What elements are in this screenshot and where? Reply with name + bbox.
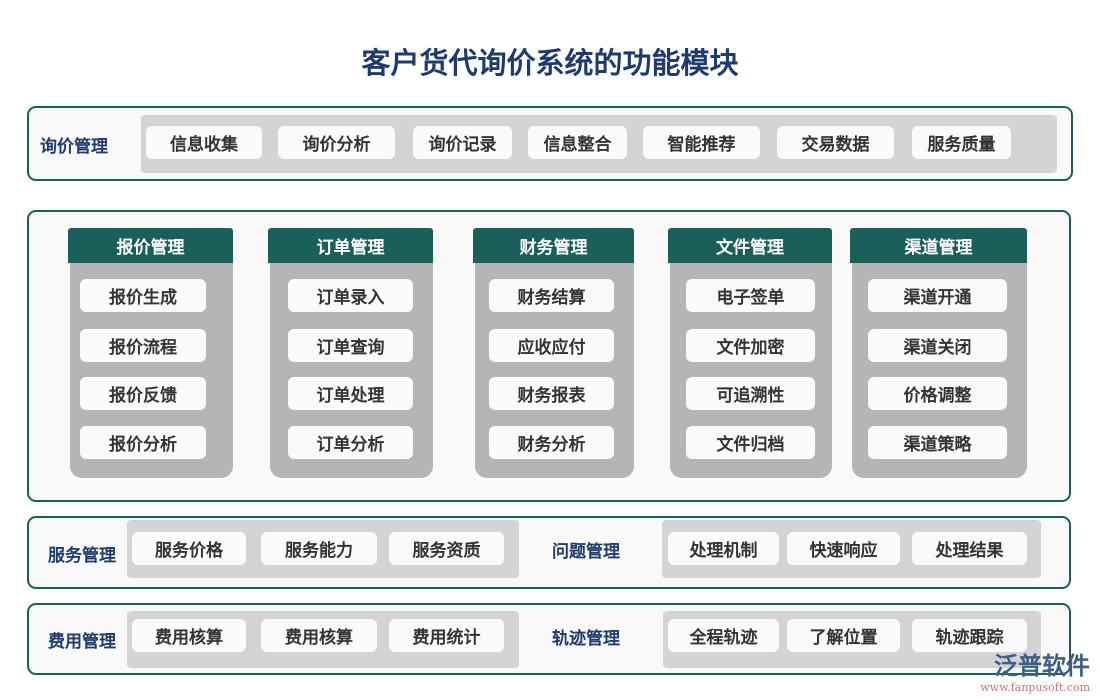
module-item[interactable]: 信息收集	[146, 126, 262, 159]
module-item[interactable]: 订单分析	[288, 426, 413, 459]
column-header: 报价管理	[68, 228, 233, 263]
module-item[interactable]: 服务资质	[389, 532, 504, 565]
cost-label: 费用管理	[48, 632, 116, 652]
module-item[interactable]: 智能推荐	[643, 126, 760, 159]
service-label: 服务管理	[48, 546, 116, 566]
module-item[interactable]: 费用统计	[389, 619, 504, 652]
module-item[interactable]: 财务结算	[489, 279, 614, 312]
module-item[interactable]: 订单录入	[288, 279, 413, 312]
module-item[interactable]: 财务报表	[489, 377, 614, 410]
module-item[interactable]: 渠道关闭	[868, 329, 1007, 362]
module-item[interactable]: 文件归档	[686, 426, 815, 459]
module-item[interactable]: 订单处理	[288, 377, 413, 410]
module-item[interactable]: 服务能力	[261, 532, 377, 565]
module-item[interactable]: 询价分析	[278, 126, 395, 159]
module-item[interactable]: 费用核算	[132, 619, 246, 652]
module-item[interactable]: 订单查询	[288, 329, 413, 362]
module-item[interactable]: 报价流程	[80, 329, 206, 362]
module-item[interactable]: 财务分析	[489, 426, 614, 459]
track-label: 轨迹管理	[552, 629, 620, 649]
issue-label: 问题管理	[552, 542, 620, 562]
module-item[interactable]: 可追溯性	[686, 377, 815, 410]
module-item[interactable]: 信息整合	[528, 126, 627, 159]
module-item[interactable]: 处理结果	[912, 532, 1027, 565]
module-item[interactable]: 价格调整	[868, 377, 1007, 410]
module-item[interactable]: 渠道开通	[868, 279, 1007, 312]
inquiry-label: 询价管理	[40, 137, 108, 157]
column-header: 渠道管理	[850, 228, 1027, 263]
column-header: 财务管理	[473, 228, 634, 263]
column-header: 文件管理	[668, 228, 832, 263]
module-item[interactable]: 了解位置	[787, 619, 900, 652]
module-item[interactable]: 报价分析	[80, 426, 206, 459]
module-item[interactable]: 服务价格	[132, 532, 246, 565]
module-item[interactable]: 快速响应	[787, 532, 900, 565]
watermark-name: 泛普软件	[994, 652, 1090, 680]
page-title: 客户货代询价系统的功能模块	[361, 46, 739, 80]
module-item[interactable]: 报价生成	[80, 279, 206, 312]
module-item[interactable]: 应收应付	[489, 329, 614, 362]
module-item[interactable]: 渠道策略	[868, 426, 1007, 459]
module-item[interactable]: 处理机制	[668, 532, 779, 565]
module-item[interactable]: 询价记录	[413, 126, 512, 159]
column-header: 订单管理	[268, 228, 433, 263]
watermark-logo: 泛普软件 www.fanpusoft.com	[980, 646, 1090, 694]
module-item[interactable]: 电子签单	[686, 279, 815, 312]
module-item[interactable]: 交易数据	[777, 126, 894, 159]
module-item[interactable]: 费用核算	[261, 619, 377, 652]
watermark-url: www.fanpusoft.com	[980, 681, 1090, 694]
module-item[interactable]: 服务质量	[912, 126, 1011, 159]
module-item[interactable]: 全程轨迹	[668, 619, 779, 652]
module-item[interactable]: 文件加密	[686, 329, 815, 362]
module-item[interactable]: 轨迹跟踪	[912, 619, 1027, 652]
module-item[interactable]: 报价反馈	[80, 377, 206, 410]
